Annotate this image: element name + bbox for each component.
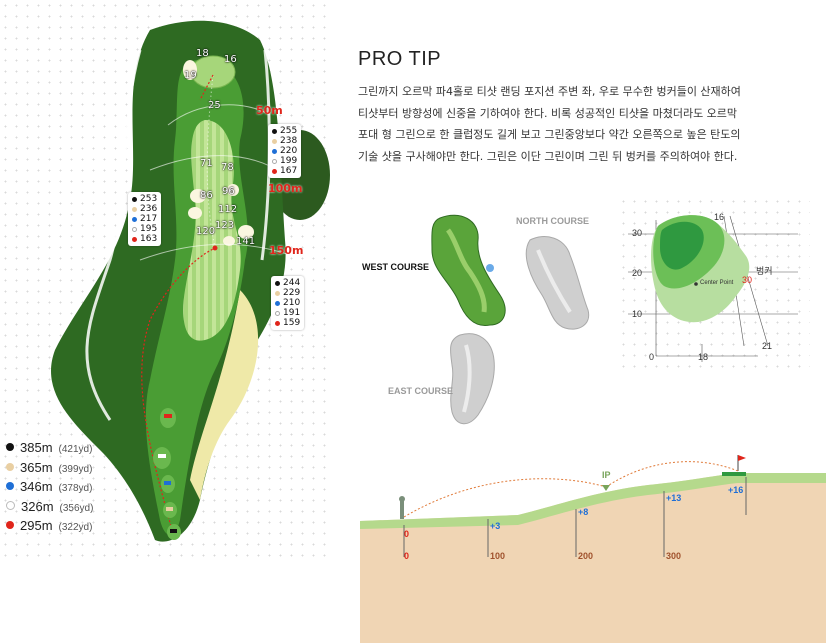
bunker — [183, 60, 197, 80]
center-point — [694, 282, 698, 286]
ip-label: IP — [602, 470, 611, 480]
tee-dot — [272, 138, 277, 144]
green-y-tick: 30 — [632, 228, 643, 238]
green-distance: 19 — [184, 70, 197, 81]
fairway-distance: 96 — [222, 186, 235, 197]
east-course-label: EAST COURSE — [388, 386, 454, 396]
elevation-label: +16 — [728, 485, 744, 495]
profile-graphic — [360, 455, 826, 643]
green-distance: 25 — [208, 100, 221, 111]
hole-illustration — [51, 20, 330, 542]
distance-label: 100 — [490, 551, 506, 561]
ip-marker-icon — [602, 485, 610, 491]
bunker — [190, 189, 206, 203]
fairway-distance: 86 — [200, 190, 213, 201]
fairway-distance: 71 — [200, 158, 213, 169]
pro-tip-text: 그린까지 오르막 파4홀로 티샷 랜딩 포지션 주변 좌, 우로 무수한 벙커들… — [358, 81, 806, 167]
green-distance: 16 — [224, 54, 237, 65]
course-overview-map: NORTH COURSE WEST COURSE EAST COURSE — [360, 200, 610, 440]
elevation-profile: IP 0 +3 +8 +13 +16 0 100 200 300 — [358, 455, 826, 643]
pro-tip-line: 그린까지 오르막 파4홀로 티샷 랜딩 포지션 주변 좌, 우로 무수한 벙커들… — [358, 85, 741, 98]
legend-item: 385m(421yd) — [6, 440, 106, 460]
tee-color-dot — [6, 500, 15, 510]
north-course-label: NORTH COURSE — [516, 216, 590, 226]
bunker-label: 벙커 — [756, 266, 773, 276]
east-course-shape — [449, 333, 495, 425]
bunker — [238, 225, 254, 239]
pro-tip-line: 포대 형 그린으로 한 클럽정도 길게 보고 그린중앙보다 약간 오른쪽으로 높… — [358, 128, 741, 141]
tee-color-dot — [6, 443, 14, 451]
tee-dot — [275, 300, 280, 306]
green-detail-map: 30 20 10 0 18 16 21 30 벙커 Center Point — [618, 196, 810, 372]
green-contour — [628, 215, 798, 362]
pro-tip-title: PRO TIP — [358, 48, 442, 70]
distance-label: 300 — [666, 551, 682, 561]
tee-dot — [275, 320, 280, 326]
center-point-label: Center Point — [700, 280, 734, 286]
legend-item: 365m(399yd) — [6, 460, 106, 480]
fairway-distance: 123 — [215, 220, 235, 231]
distance-box: 244 229 210 191 159 — [271, 276, 305, 330]
elevation-label: +3 — [490, 521, 501, 531]
tee-color-dot — [6, 521, 14, 529]
bunker — [227, 184, 239, 196]
west-course-label: WEST COURSE — [362, 262, 430, 272]
north-course-shape — [525, 236, 590, 330]
tee-dot — [132, 206, 137, 212]
flag-icon — [738, 455, 746, 461]
elevation-label: +8 — [578, 507, 589, 517]
turf — [360, 473, 826, 529]
tee-dot — [275, 280, 280, 286]
marker-50m: 50m — [256, 104, 283, 117]
tee-legend: 385m(421yd) 365m(399yd) 346m(378yd) 326m… — [6, 440, 106, 538]
tee-dot — [272, 158, 277, 164]
distance-box: 255 238 220 199 167 — [268, 124, 302, 178]
tee-dot — [132, 226, 137, 232]
green-origin: 0 — [649, 352, 655, 362]
green-y-tick: 10 — [632, 309, 643, 319]
hole-map: 18 16 19 25 71 78 86 96 112 123 120 141 … — [0, 0, 330, 560]
distance-label: 200 — [578, 551, 594, 561]
green-x-tick: 18 — [698, 352, 709, 362]
tee-dot — [132, 196, 137, 202]
fairway-distance: 141 — [236, 236, 256, 247]
course-layout — [431, 214, 590, 425]
ground — [360, 473, 826, 643]
legend-item: 326m(356yd) — [6, 499, 106, 519]
fairway-distance: 78 — [221, 162, 234, 173]
tee-dot — [132, 216, 137, 222]
distance-label: 0 — [404, 551, 410, 561]
tee-dot — [272, 168, 277, 174]
distance-box: 253 236 217 195 163 — [128, 192, 162, 246]
tee-dot — [132, 236, 137, 242]
golfer-icon — [400, 501, 404, 519]
pro-tip-line: 티샷부터 방향성에 신중을 기하여야 한다. 비록 성공적인 티샷을 마쳤더라도… — [358, 106, 738, 120]
marker-100m: 100m — [268, 182, 303, 195]
green-distance: 18 — [196, 48, 209, 59]
tee-dot — [275, 310, 280, 316]
fairway-distance: 112 — [218, 204, 238, 215]
fairway-distance: 120 — [196, 226, 216, 237]
legend-item: 295m(322yd) — [6, 518, 106, 538]
pro-tip-line: 기술 샷을 구사해야만 한다. 그린은 이단 그린이며 그린 뒤 벙커를 주의하… — [358, 149, 738, 163]
legend-item: 346m(378yd) — [6, 479, 106, 499]
elevation-label: 0 — [404, 529, 410, 539]
native-grass — [190, 290, 259, 500]
green-red-value: 30 — [742, 275, 753, 285]
green-top-tick: 16 — [714, 212, 725, 222]
green-right-tick: 21 — [762, 341, 773, 351]
landing-area — [183, 120, 241, 341]
tee-dot — [275, 290, 280, 296]
tee-dot — [272, 148, 277, 154]
tee-dot — [272, 128, 277, 134]
bunker — [188, 207, 202, 219]
marker-150m: 150m — [269, 244, 304, 257]
bunker — [223, 236, 235, 246]
tee-color-dot — [6, 462, 14, 471]
elevation-label: +13 — [666, 493, 682, 503]
tee-color-dot — [6, 482, 14, 490]
green-y-tick: 20 — [632, 268, 643, 278]
